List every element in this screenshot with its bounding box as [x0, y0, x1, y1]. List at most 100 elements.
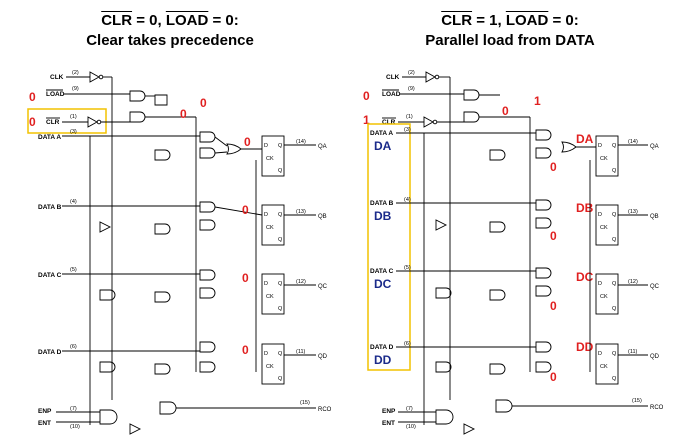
- r-rco-pin: (15): [632, 398, 642, 404]
- right-mark-load: 0: [363, 89, 370, 103]
- right-title-line-2: Parallel load from DATA: [425, 32, 595, 49]
- r-data-d-pin: (6): [404, 341, 411, 347]
- data-c-pin: (5): [70, 267, 77, 273]
- right-mark-q1: DA: [576, 132, 594, 146]
- left-title-load: LOAD: [165, 12, 209, 29]
- r-load-label: LOAD: [382, 91, 401, 98]
- r-qd-pin: (11): [628, 349, 638, 355]
- left-title-eq1: = 0,: [132, 12, 166, 29]
- rco-pin: (15): [300, 400, 310, 406]
- r-ff-d-ck: CK: [600, 364, 608, 370]
- left-mark-n5: 0: [242, 271, 249, 285]
- clk-buffer: [89, 71, 100, 83]
- r-qa-label: QA: [650, 144, 659, 150]
- left-mark-n3: 0: [244, 135, 251, 149]
- qa-pin: (14): [296, 139, 306, 145]
- qd-pin: (11): [296, 349, 306, 355]
- left-mark-clr: 0: [29, 115, 36, 129]
- load-nor: [154, 94, 168, 106]
- ent-label: ENT: [38, 420, 51, 427]
- ff-c-qbar: Q: [278, 306, 283, 312]
- r-ff-b-qbar: Q: [612, 237, 617, 243]
- r-load-pin: (9): [408, 86, 415, 92]
- r-ff-c: [595, 273, 619, 315]
- r-data-a-label: DATA A: [370, 130, 393, 137]
- right-mark-q3: DC: [576, 270, 594, 284]
- data-c-label: DATA C: [38, 272, 62, 279]
- ff-b-q: Q: [278, 212, 283, 218]
- ff-d-d: D: [264, 351, 268, 357]
- qa-label: QA: [318, 144, 327, 150]
- r-ff-c-d: D: [598, 281, 602, 287]
- r-qb-pin: (13): [628, 209, 638, 215]
- r-rco-label: RCO: [650, 405, 664, 411]
- r-ff-a: [595, 135, 619, 177]
- r-clk-pin: (2): [408, 70, 415, 76]
- data-a-pin: (3): [70, 129, 77, 135]
- qb-pin: (13): [296, 209, 306, 215]
- r-qa-pin: (14): [628, 139, 638, 145]
- r-ff-d: [595, 343, 619, 385]
- r-ff-b-ck: CK: [600, 225, 608, 231]
- r-ent-label: ENT: [382, 420, 395, 427]
- ff-d-ck: CK: [266, 364, 274, 370]
- r-ff-c-q: Q: [612, 281, 617, 287]
- left-panel: CLR = 0, LOAD = 0: Clear takes precedenc…: [27, 12, 332, 435]
- ent-pin: (10): [70, 424, 80, 430]
- clr-label: CLR: [46, 119, 60, 126]
- left-mark-n6: 0: [242, 343, 249, 357]
- right-schematic: CLK (2) LOAD (9) CLR (1) 0 1 1 0 DATA A …: [363, 70, 664, 435]
- right-title-load: LOAD: [505, 12, 549, 29]
- r-ff-a-qbar: Q: [612, 168, 617, 174]
- clk-pin: (2): [72, 70, 79, 76]
- r-ent-pin: (10): [406, 424, 416, 430]
- r-ff-a-q: Q: [612, 143, 617, 149]
- r-qc-label: QC: [650, 284, 660, 290]
- left-title-line-2: Clear takes precedence: [86, 32, 254, 49]
- clr-gate: [129, 111, 146, 123]
- qb-label: QB: [318, 214, 327, 220]
- load-gate: [129, 90, 146, 102]
- clk-label: CLK: [50, 74, 64, 81]
- qd-label: QD: [318, 354, 328, 360]
- right-title-clr: CLR: [441, 12, 473, 29]
- r-data-b-label: DATA B: [370, 200, 394, 207]
- r-data-c-label: DATA C: [370, 268, 394, 275]
- ff-c-d: D: [264, 281, 268, 287]
- ff-d-q: Q: [278, 351, 283, 357]
- r-qd-label: QD: [650, 354, 660, 360]
- r-ff-c-ck: CK: [600, 294, 608, 300]
- left-rco-gate: [159, 401, 177, 415]
- r-clk-label: CLK: [386, 74, 400, 81]
- ff-d: [261, 343, 285, 385]
- right-mark-z2: 0: [550, 229, 557, 243]
- r-ff-b-q: Q: [612, 212, 617, 218]
- r-data-c-pin: (5): [404, 265, 411, 271]
- left-mark-n1: 0: [200, 96, 207, 110]
- r-enp-label: ENP: [382, 408, 396, 415]
- data-d-label: DATA D: [38, 349, 62, 356]
- left-mark-n4: 0: [242, 203, 249, 217]
- data-a-label: DATA A: [38, 134, 61, 141]
- r-ff-d-q: Q: [612, 351, 617, 357]
- ff-c-q: Q: [278, 281, 283, 287]
- ff-a-qbar: Q: [278, 168, 283, 174]
- r-ff-a-ck: CK: [600, 156, 608, 162]
- clr-buffer: [87, 116, 98, 128]
- ff-b-qbar: Q: [278, 237, 283, 243]
- ff-a-ck: CK: [266, 156, 274, 162]
- right-mark-q2: DB: [576, 201, 594, 215]
- right-mark-z4: 0: [550, 370, 557, 384]
- r-qc-pin: (12): [628, 279, 638, 285]
- right-title-eq1: = 1,: [472, 12, 506, 29]
- data-b-pin: (4): [70, 199, 77, 205]
- r-ff-c-qbar: Q: [612, 306, 617, 312]
- left-mark-n2: 0: [180, 107, 187, 121]
- right-panel: CLR = 1, LOAD = 0: Parallel load from DA…: [340, 0, 680, 446]
- ff-c-ck: CK: [266, 294, 274, 300]
- r-ff-b-d: D: [598, 212, 602, 218]
- r-enp-pin: (7): [406, 406, 413, 412]
- clr-highlight-box: [27, 108, 107, 134]
- ff-a-q: Q: [278, 143, 283, 149]
- left-mark-load: 0: [29, 90, 36, 104]
